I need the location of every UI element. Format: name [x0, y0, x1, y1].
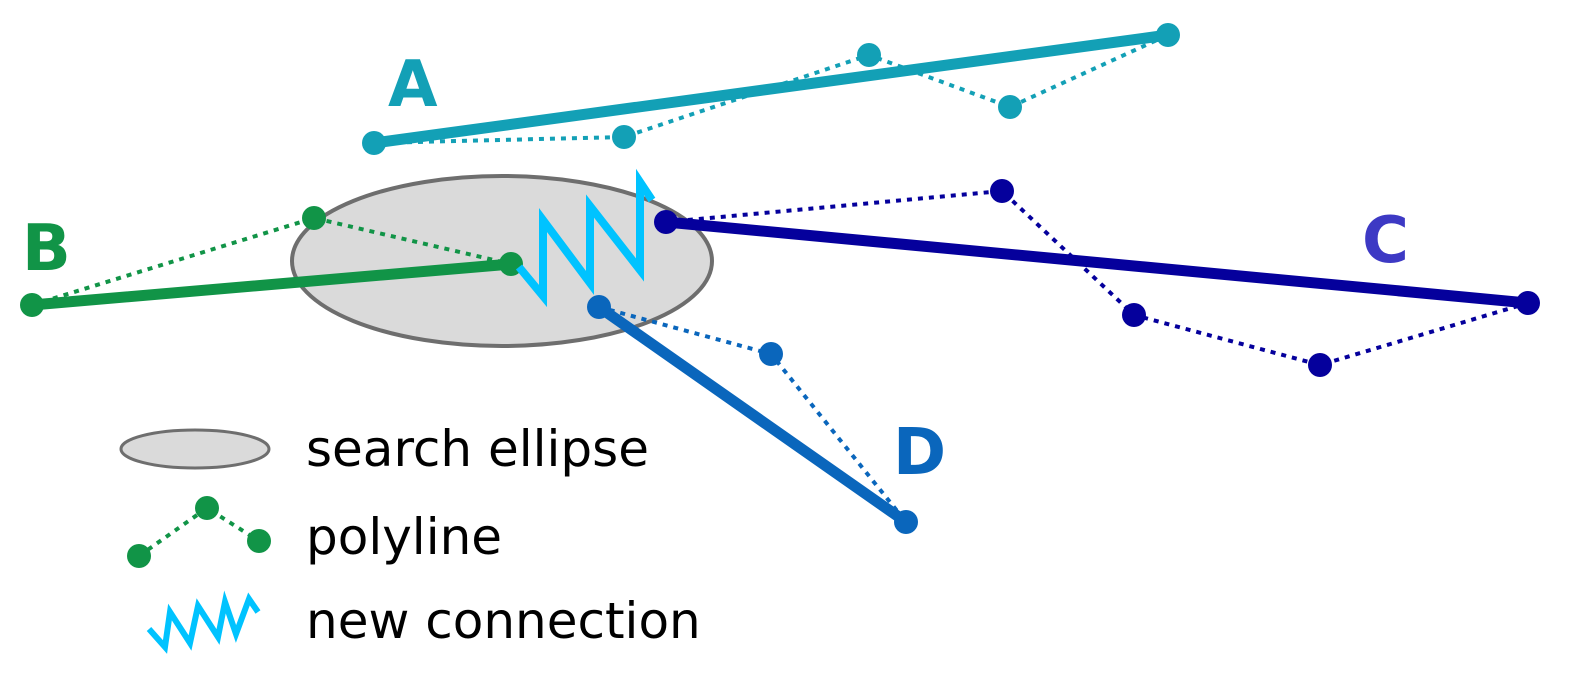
legend-label-polyline: polyline — [306, 508, 502, 566]
polyline-d-vertex — [587, 295, 611, 319]
legend-item-polyline: polyline — [127, 496, 502, 568]
polyline-a-vertex — [612, 125, 636, 149]
legend-item-new-connection: new connection — [146, 590, 701, 654]
polyline-a-simplified-segment — [368, 29, 1174, 149]
polyline-b-vertex — [302, 206, 326, 230]
polyline-b-dotted-path — [31, 215, 512, 307]
polyline-a-vertex — [362, 131, 386, 155]
legend-zigzag-swatch — [146, 590, 261, 654]
polyline-c-simplified-segment — [660, 216, 1534, 309]
legend-polyline-vertex — [127, 544, 151, 568]
polyline-c-vertex — [1308, 353, 1332, 377]
polyline-c-label: C — [1362, 204, 1409, 278]
polyline-a-vertex — [998, 95, 1022, 119]
legend-polyline-vertex — [195, 496, 219, 520]
polyline-a — [362, 23, 1180, 155]
legend-polyline-vertex — [247, 529, 271, 553]
polyline-d-vertex — [759, 342, 783, 366]
polyline-c — [654, 179, 1540, 377]
polyline-a-vertex — [857, 43, 881, 67]
polyline-c-vertex — [990, 179, 1014, 203]
polyline-c-vertex — [1122, 303, 1146, 327]
polyline-d-vertex — [894, 510, 918, 534]
legend-label-search-ellipse: search ellipse — [306, 420, 649, 478]
legend: search ellipse polyline new connection — [119, 420, 701, 654]
legend-polyline-swatch — [137, 505, 261, 558]
legend-ellipse-swatch — [119, 428, 271, 470]
polyline-a-vertex — [1156, 23, 1180, 47]
polyline-c-vertex — [654, 210, 678, 234]
polyline-d — [587, 295, 918, 534]
polyline-b-vertex — [20, 293, 44, 317]
legend-item-search-ellipse: search ellipse — [119, 420, 649, 478]
polyline-d-simplified-segment — [593, 301, 912, 528]
legend-label-new-connection: new connection — [306, 592, 701, 650]
polyline-b-simplified-segment — [26, 258, 517, 311]
polyline-d-label: D — [893, 416, 946, 490]
polyline-b-label: B — [22, 212, 71, 286]
new-connection-zigzag — [515, 168, 656, 308]
polyline-c-vertex — [1516, 291, 1540, 315]
polyline-a-label: A — [388, 48, 438, 122]
